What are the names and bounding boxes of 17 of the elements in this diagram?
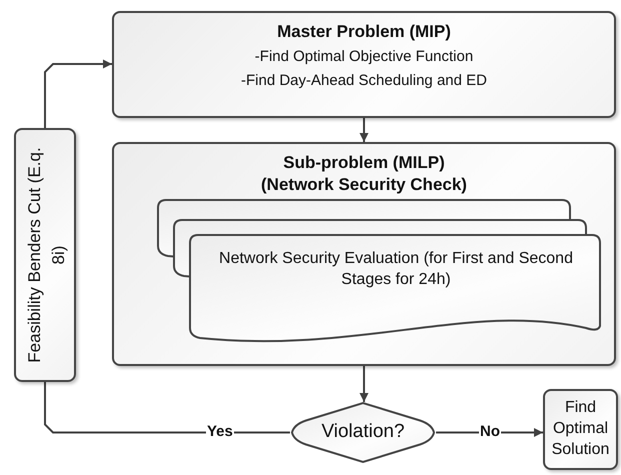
process-box — [112, 142, 616, 366]
heading: Sub-problem (MILP) — [282, 152, 446, 174]
label-text: -Find Optimal Objective Function — [254, 47, 474, 67]
label-text: Find Optimal Solution — [550, 398, 610, 460]
label-text: Violation? — [320, 420, 406, 444]
process-box — [14, 128, 76, 382]
process-box — [543, 389, 618, 470]
label-text: -Find Day-Ahead Scheduling and ED — [240, 71, 488, 91]
process-box — [112, 11, 616, 118]
arrow — [360, 118, 368, 142]
heading: Master Problem (MIP) — [276, 21, 452, 43]
decision-diamond — [290, 402, 436, 463]
arrow — [360, 366, 368, 402]
arrow — [44, 60, 112, 128]
label-text: Feasibility Benders Cut (E.q. 8i) — [24, 146, 69, 365]
label-text: Network Security Evaluation (for First and Second Stages for 24h) — [218, 249, 574, 290]
label-text: (Network Security Check) — [260, 174, 468, 196]
